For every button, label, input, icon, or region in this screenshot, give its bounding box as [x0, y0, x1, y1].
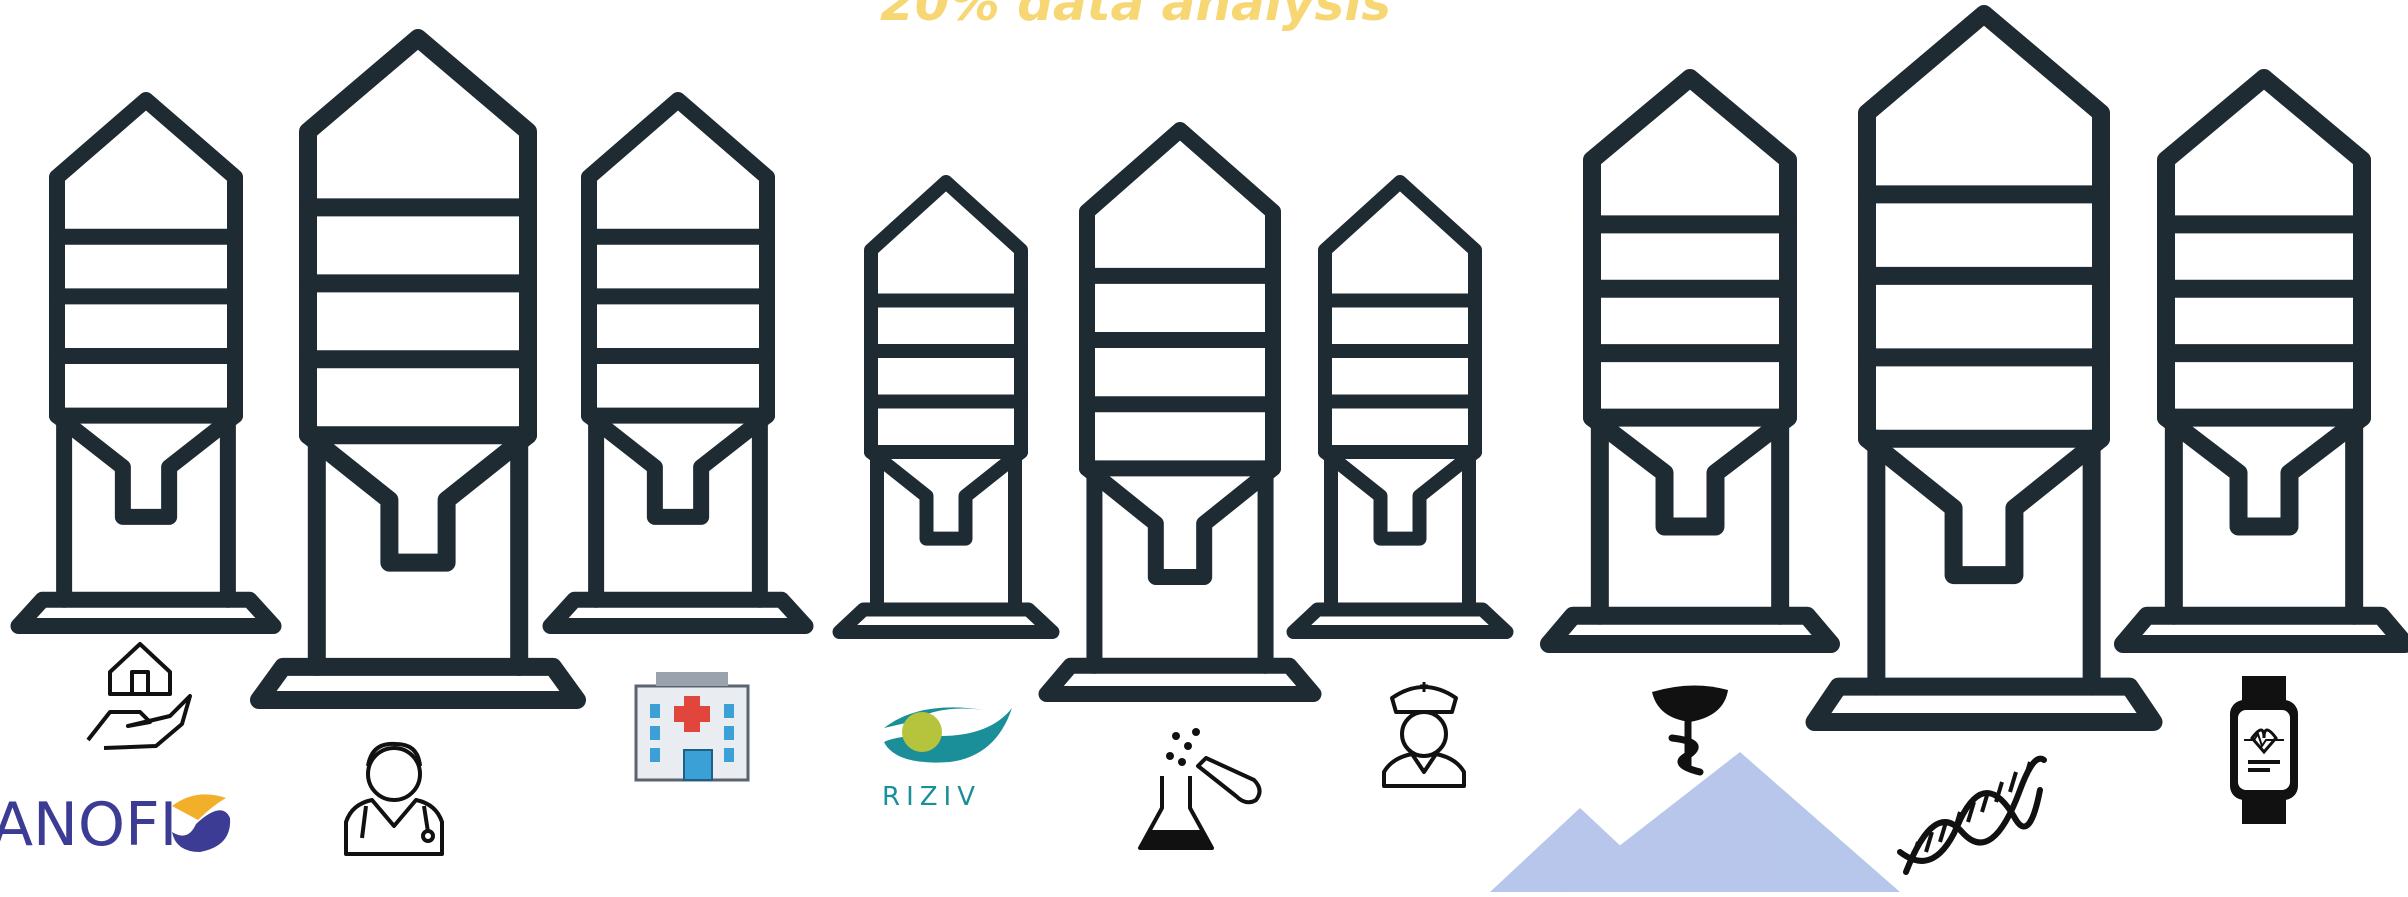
lab-flask-icon	[1138, 728, 1262, 850]
sanofi-logo-text: ANOFI	[0, 790, 178, 860]
silo-7-body	[1583, 69, 1797, 427]
silo-7-hopper	[1583, 408, 1797, 536]
silo-1-base	[10, 591, 282, 634]
riziv-logo-text: RIZIV	[882, 782, 981, 812]
silo-6-body	[1318, 175, 1482, 459]
silo-1-hopper	[49, 407, 243, 525]
headline: 20% data analysis	[880, 0, 1392, 32]
home-care-hand-icon	[86, 642, 192, 750]
silo-9-hopper	[2157, 408, 2371, 536]
silo-8	[1805, 5, 2163, 731]
silo-7	[1540, 69, 1840, 653]
silo-4-base	[832, 602, 1060, 639]
silo-4	[832, 175, 1060, 639]
nurse-icon	[1382, 682, 1466, 788]
icons-group	[86, 642, 2298, 875]
silo-4-body	[864, 175, 1028, 459]
triangle-right	[1560, 752, 1900, 892]
silo-4-hopper	[864, 445, 1028, 546]
silos-group	[10, 5, 2408, 731]
dna-icon	[1897, 755, 2047, 875]
silo-1	[10, 92, 282, 634]
silo-3-base	[542, 591, 814, 634]
silo-9	[2114, 69, 2408, 653]
silo-5-body	[1079, 122, 1281, 477]
silo-2-base	[250, 657, 586, 709]
background-triangles	[1490, 752, 1900, 892]
silo-5-base	[1038, 657, 1322, 702]
silo-3	[542, 92, 814, 634]
pharmacy-icon	[1652, 685, 1728, 776]
silo-2-body	[299, 29, 537, 445]
silo-3-body	[581, 92, 775, 424]
silo-8-base	[1805, 677, 2163, 731]
hospital-icon	[634, 672, 750, 782]
silo-6-base	[1286, 602, 1514, 639]
silo-5	[1038, 122, 1322, 702]
silo-9-base	[2114, 606, 2408, 653]
silo-2	[250, 29, 586, 709]
smartwatch-icon	[2230, 676, 2298, 824]
silo-8-body	[1858, 5, 2110, 448]
silo-3-hopper	[581, 407, 775, 525]
silo-8-hopper	[1858, 429, 2110, 585]
silo-9-body	[2157, 69, 2371, 427]
sanofi-logo-mark	[172, 794, 231, 852]
silo-7-base	[1540, 606, 1840, 653]
silo-6-hopper	[1318, 445, 1482, 546]
silo-6	[1286, 175, 1514, 639]
riziv-logo	[884, 707, 1012, 763]
doctor-icon	[344, 741, 444, 856]
silo-2-hopper	[299, 426, 537, 572]
silo-5-hopper	[1079, 460, 1281, 585]
silo-1-body	[49, 92, 243, 424]
